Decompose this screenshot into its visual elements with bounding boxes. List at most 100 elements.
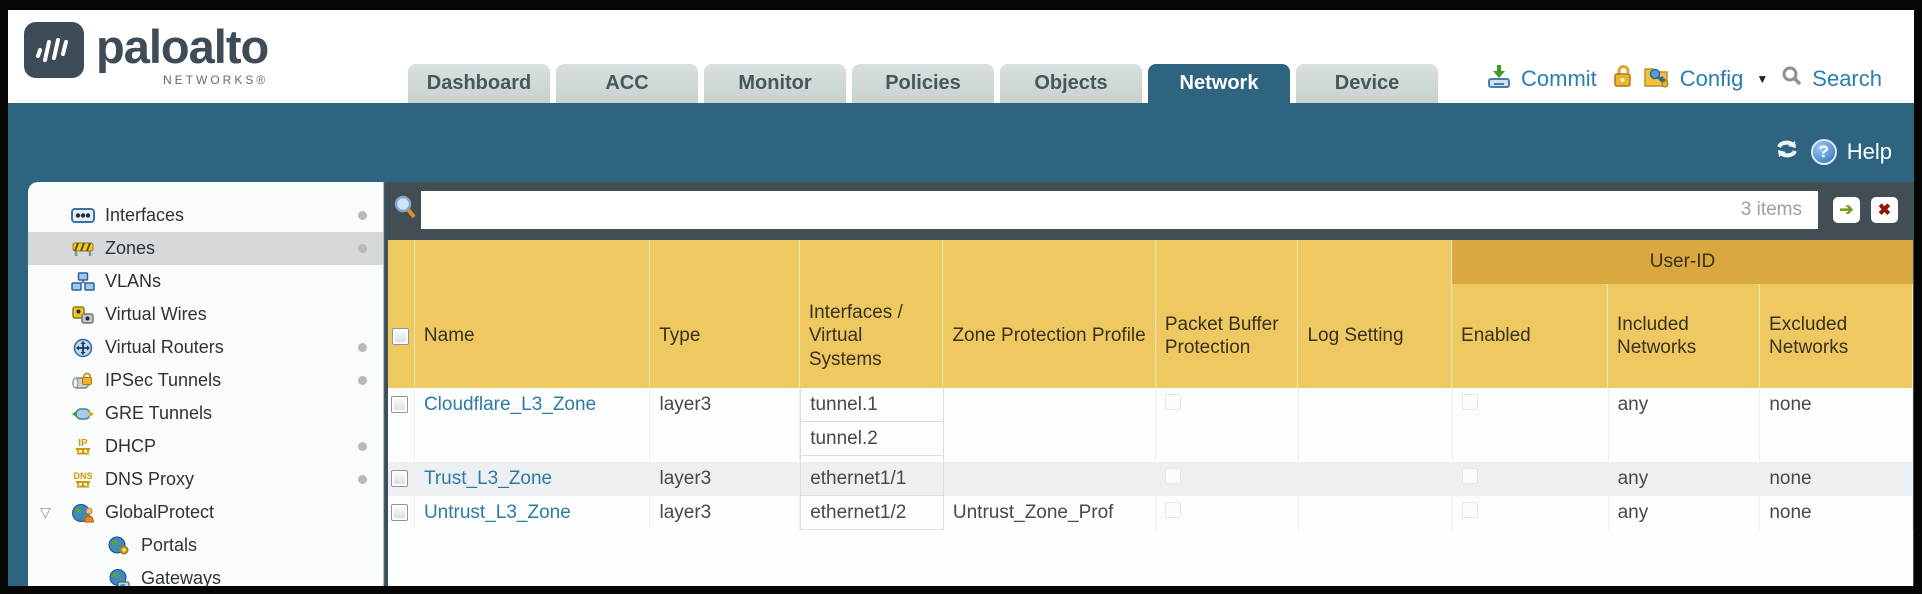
refresh-icon[interactable] [1773, 137, 1801, 167]
config-icon [1643, 63, 1671, 95]
tab-monitor[interactable]: Monitor [704, 64, 846, 103]
included-networks: any [1609, 388, 1761, 462]
help-label[interactable]: Help [1846, 139, 1892, 164]
svg-text:IP: IP [78, 438, 88, 449]
sidebar-item-zones[interactable]: Zones [28, 232, 383, 265]
excluded-networks: none [1760, 496, 1914, 530]
sidebar-item-portals[interactable]: Portals [28, 529, 383, 562]
column-header-excluded-networks[interactable]: Excluded Networks [1760, 284, 1914, 388]
table-body: Cloudflare_L3_Zone layer3 tunnel.1 tunne… [388, 388, 1914, 586]
clear-filter-button[interactable]: ✖ [1871, 197, 1898, 223]
packet-buffer-checkbox[interactable] [1165, 502, 1182, 518]
sidebar-item-dhcp[interactable]: IP DHCP [28, 430, 383, 463]
column-header-name[interactable]: Name [415, 240, 651, 388]
sidebar-item-interfaces[interactable]: Interfaces [28, 199, 383, 232]
table-header: Name Type Interfaces / Virtual Systems Z… [388, 240, 1914, 388]
tab-device[interactable]: Device [1296, 64, 1438, 103]
user-id-enabled-checkbox[interactable] [1461, 502, 1478, 518]
tab-policies[interactable]: Policies [852, 64, 994, 103]
user-id-enabled-checkbox[interactable] [1461, 468, 1478, 484]
tab-dashboard[interactable]: Dashboard [408, 64, 550, 103]
main-nav-tabs: Dashboard ACC Monitor Policies Objects N… [408, 64, 1438, 103]
row-select-checkbox[interactable] [391, 470, 408, 487]
zone-type: layer3 [650, 388, 801, 462]
chevron-down-icon[interactable]: ▼ [1756, 72, 1769, 86]
zones-table: Name Type Interfaces / Virtual Systems Z… [388, 240, 1914, 586]
filter-row: 3 items ➔ ✖ [385, 182, 1914, 240]
row-select-checkbox[interactable] [391, 504, 408, 521]
column-header-enabled[interactable]: Enabled [1452, 284, 1609, 388]
config-button[interactable]: Config [1679, 66, 1744, 91]
row-select-checkbox[interactable] [391, 396, 408, 413]
sidebar-item-globalprotect[interactable]: ▽ GlobalProtect [40, 502, 215, 523]
sidebar-item-vlans[interactable]: VLANs [28, 265, 383, 298]
table-row: Cloudflare_L3_Zone layer3 tunnel.1 tunne… [388, 388, 1914, 462]
zone-interfaces-cell: ethernet1/2 [800, 496, 944, 530]
apply-filter-button[interactable]: ➔ [1833, 197, 1860, 223]
tab-objects[interactable]: Objects [1000, 64, 1142, 103]
log-setting [1299, 462, 1453, 496]
zone-protection-profile [944, 388, 1157, 462]
virtual-routers-icon [70, 338, 96, 358]
zones-icon [70, 240, 96, 257]
column-header-included-networks[interactable]: Included Networks [1608, 284, 1761, 388]
packet-buffer-checkbox[interactable] [1165, 468, 1182, 484]
column-header-packet-buffer-protection[interactable]: Packet Buffer Protection [1156, 240, 1299, 388]
column-header-log-setting[interactable]: Log Setting [1298, 240, 1453, 388]
zone-name-link[interactable]: Untrust_L3_Zone [423, 502, 571, 523]
log-setting [1299, 496, 1453, 530]
excluded-networks: none [1760, 388, 1914, 462]
expand-triangle-icon[interactable]: ▽ [40, 504, 51, 520]
tab-acc[interactable]: ACC [556, 64, 698, 103]
table-row: Trust_L3_Zone layer3 ethernet1/1 any non… [388, 462, 1914, 496]
status-dot [358, 244, 367, 253]
commit-button[interactable]: Commit [1521, 66, 1597, 91]
sidebar-item-ipsec-tunnels[interactable]: IPSec Tunnels [28, 364, 383, 397]
search-button[interactable]: Search [1812, 66, 1882, 91]
user-id-column-group: User-ID Enabled Included Networks Exclud… [1452, 240, 1914, 388]
sidebar-item-dns-proxy[interactable]: DNS DNS Proxy [28, 463, 383, 496]
column-header-zone-protection-profile[interactable]: Zone Protection Profile [943, 240, 1156, 388]
zone-interfaces-cell: tunnel.1 tunnel.2 [800, 388, 944, 462]
virtual-wires-icon [70, 305, 96, 324]
dhcp-icon: IP [70, 437, 96, 457]
zone-protection-profile: Untrust_Zone_Prof [944, 496, 1157, 530]
sidebar-nav-list: Interfaces Zones [28, 182, 383, 586]
gateways-icon [106, 569, 132, 586]
network-sidebar: Interfaces Zones [28, 182, 384, 586]
zone-name-link[interactable]: Trust_L3_Zone [423, 468, 553, 489]
paloalto-logo-icon [24, 22, 84, 78]
portals-icon [106, 536, 132, 555]
filter-input[interactable] [421, 191, 1818, 229]
user-id-enabled-checkbox[interactable] [1461, 394, 1478, 410]
select-all-checkbox[interactable] [392, 327, 410, 345]
tab-network[interactable]: Network [1148, 64, 1290, 103]
sidebar-item-virtual-routers[interactable]: Virtual Routers [28, 331, 383, 364]
packet-buffer-checkbox[interactable] [1165, 394, 1182, 410]
quick-actions: Commit Config ▼ [1486, 62, 1888, 96]
zone-type: layer3 [650, 462, 801, 496]
lock-icon[interactable] [1612, 63, 1634, 95]
band-actions: ? Help [1773, 137, 1892, 167]
status-dot [358, 211, 367, 220]
zone-interfaces-cell: ethernet1/1 [800, 462, 944, 496]
log-setting [1299, 388, 1453, 462]
gre-tunnels-icon [70, 406, 96, 422]
ipsec-tunnels-icon [70, 372, 96, 390]
sidebar-item-gateways[interactable]: Gateways [28, 562, 383, 586]
help-icon[interactable]: ? [1810, 139, 1837, 165]
included-networks: any [1609, 462, 1761, 496]
filter-search-icon [393, 194, 417, 225]
interface-entry: tunnel.1 [801, 388, 943, 422]
status-dot [358, 442, 367, 451]
column-header-interfaces[interactable]: Interfaces / Virtual Systems [800, 240, 944, 388]
zone-name-link[interactable]: Cloudflare_L3_Zone [423, 394, 597, 415]
excluded-networks: none [1760, 462, 1914, 496]
sidebar-item-gre-tunnels[interactable]: GRE Tunnels [28, 397, 383, 430]
globalprotect-icon [70, 503, 96, 523]
column-header-type[interactable]: Type [650, 240, 800, 388]
interface-entry: tunnel.2 [801, 422, 943, 456]
sidebar-item-virtual-wires[interactable]: Virtual Wires [28, 298, 383, 331]
status-dot [358, 376, 367, 385]
